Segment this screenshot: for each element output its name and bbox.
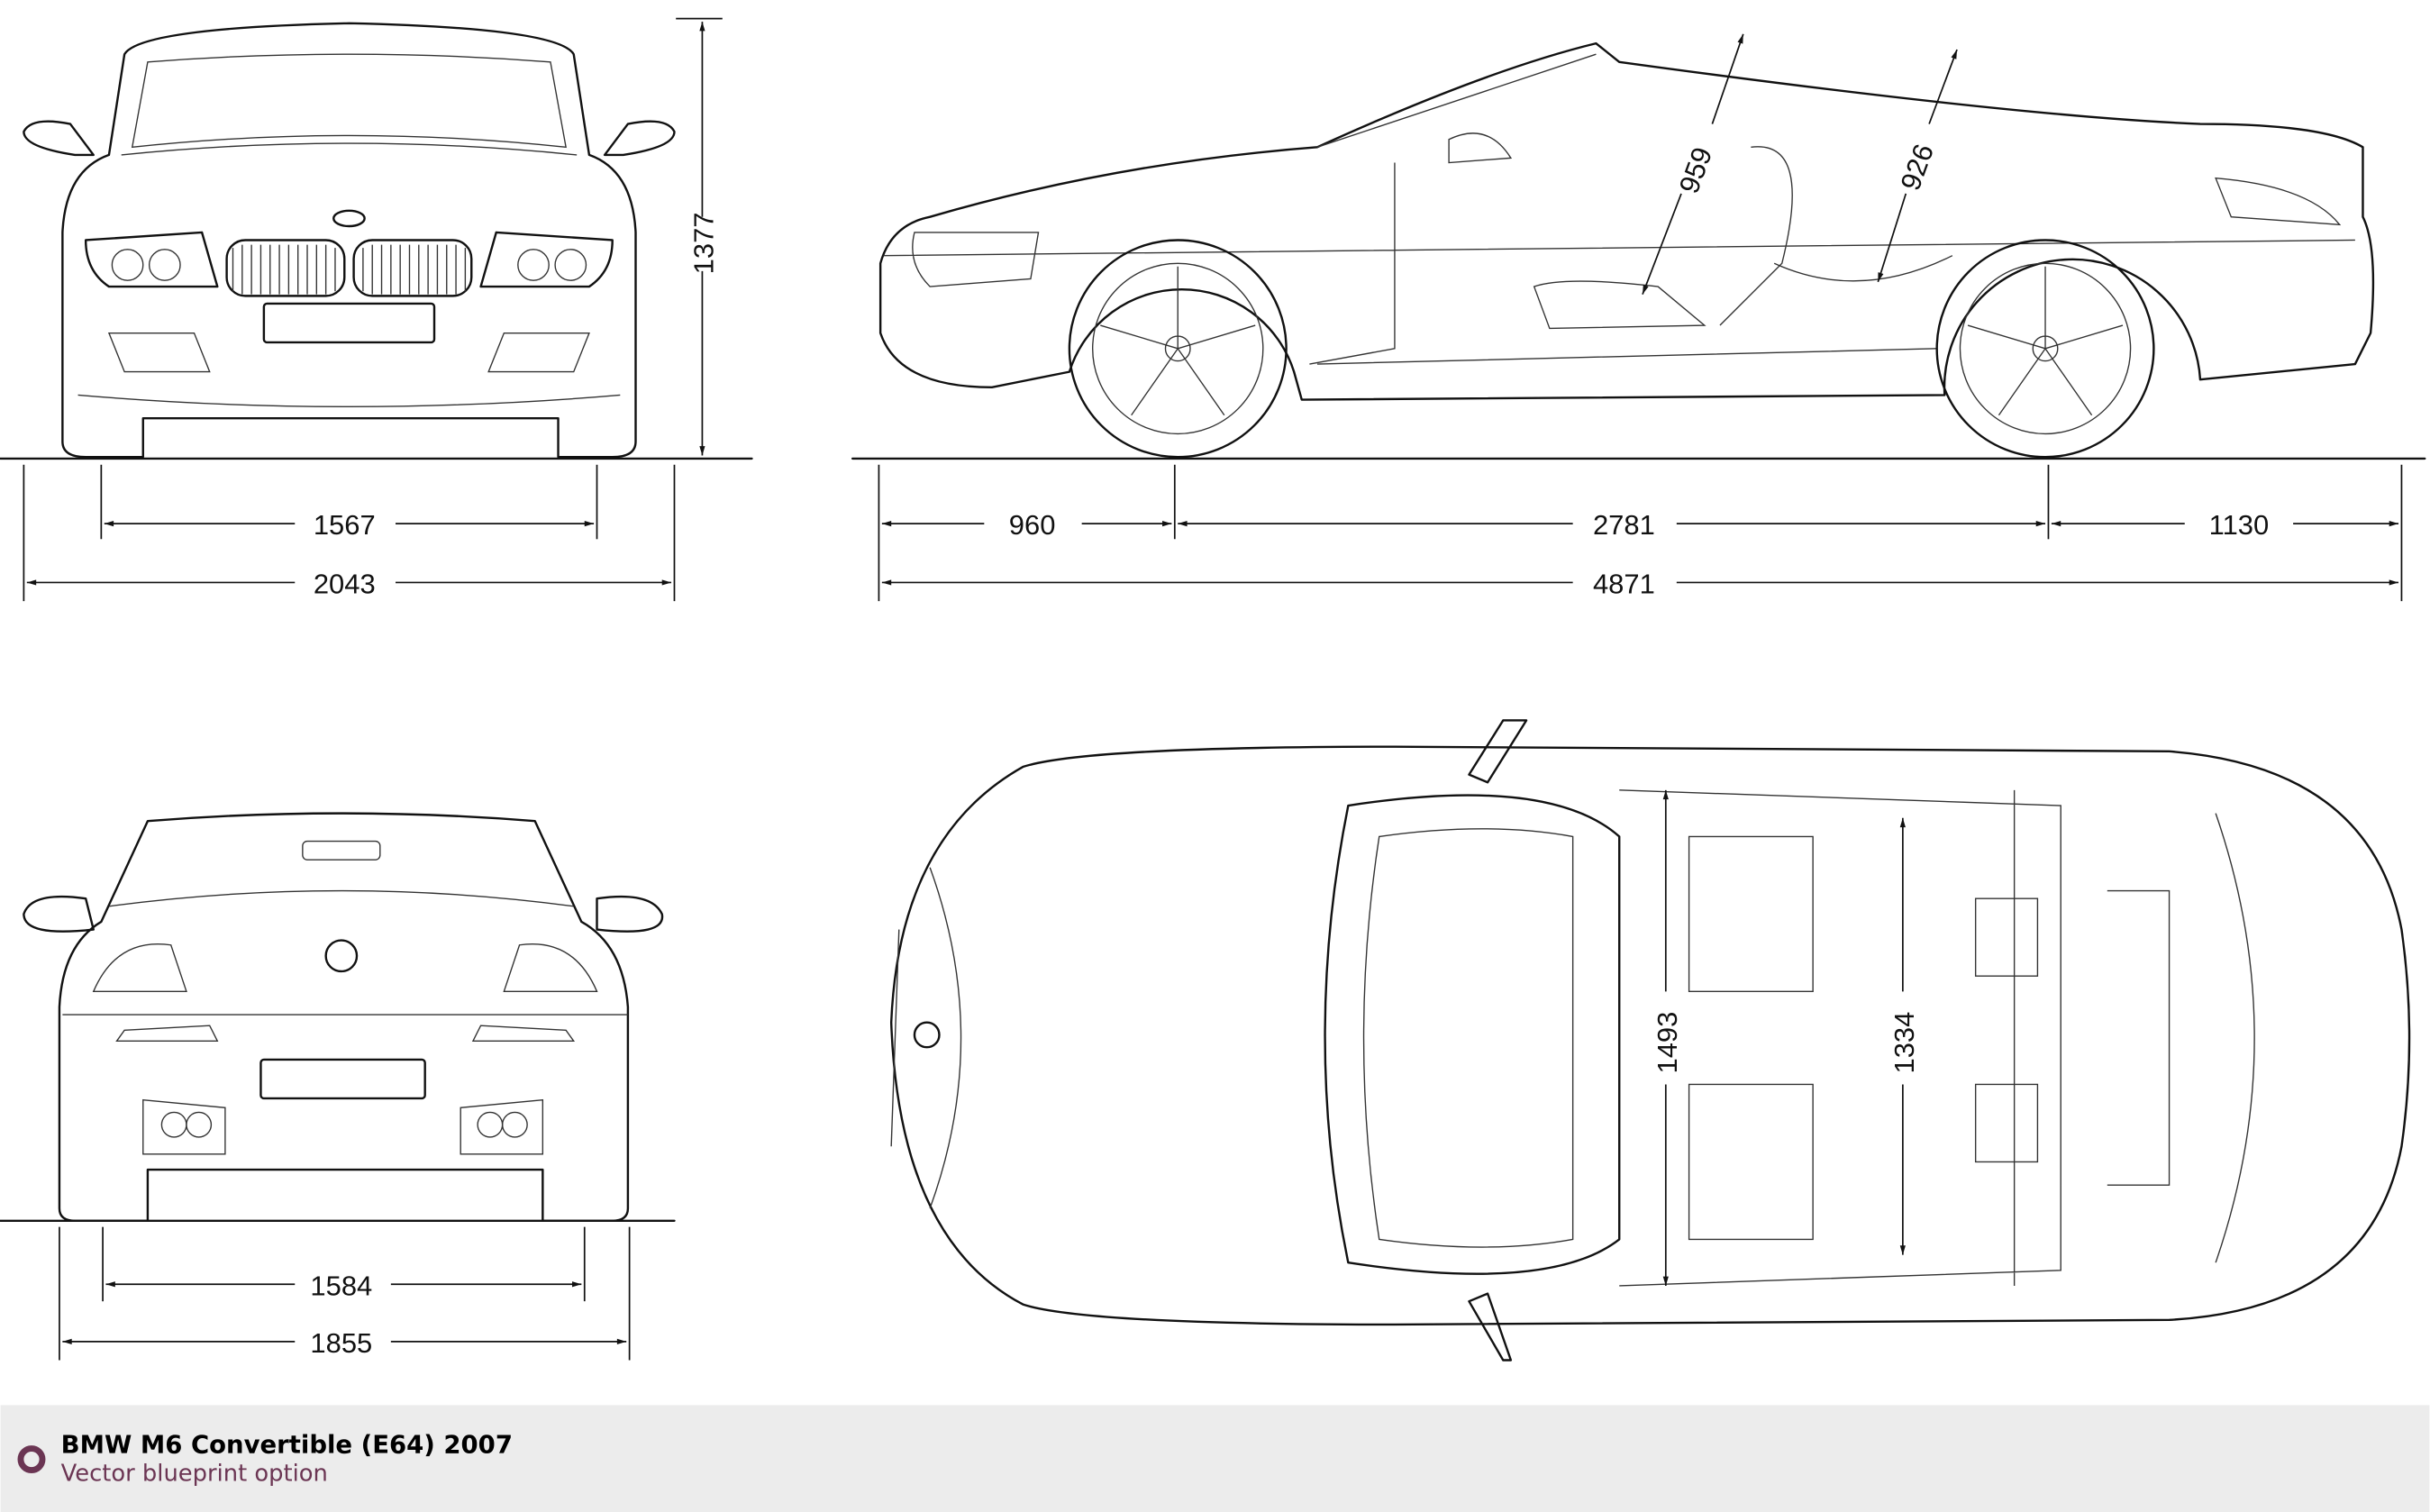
brand-ring-icon	[17, 1445, 46, 1474]
rear-headroom-label: 926	[1895, 140, 1941, 194]
rear-overhang-label: 1130	[2209, 509, 2270, 541]
side-view: 959 926 960 2781 1130 4871	[851, 33, 2426, 602]
front-overhang-label: 960	[1009, 509, 1056, 541]
front-headroom-label: 959	[1673, 143, 1719, 197]
footer-bar: BMW M6 Convertible (E64) 2007 Vector blu…	[0, 1405, 2430, 1512]
front-height-label: 1377	[687, 213, 719, 275]
front-track-label: 1567	[314, 509, 376, 541]
front-interior-width-label: 1493	[1652, 1012, 1683, 1074]
rear-view: 1584 1855	[0, 812, 676, 1361]
rear-track-label: 1584	[310, 1270, 372, 1301]
footer-subtitle: Vector blueprint option	[61, 1461, 328, 1488]
top-view: 1493 1334	[889, 719, 2411, 1362]
footer-title: BMW M6 Convertible (E64) 2007	[61, 1431, 513, 1460]
rear-interior-width-label: 1334	[1888, 1012, 1920, 1074]
wheelbase-label: 2781	[1593, 509, 1655, 541]
length-label: 4871	[1593, 568, 1655, 599]
rear-width-label: 1855	[310, 1327, 372, 1359]
front-width-label: 2043	[314, 568, 376, 599]
front-view: 1377 1567 2043	[0, 17, 753, 602]
